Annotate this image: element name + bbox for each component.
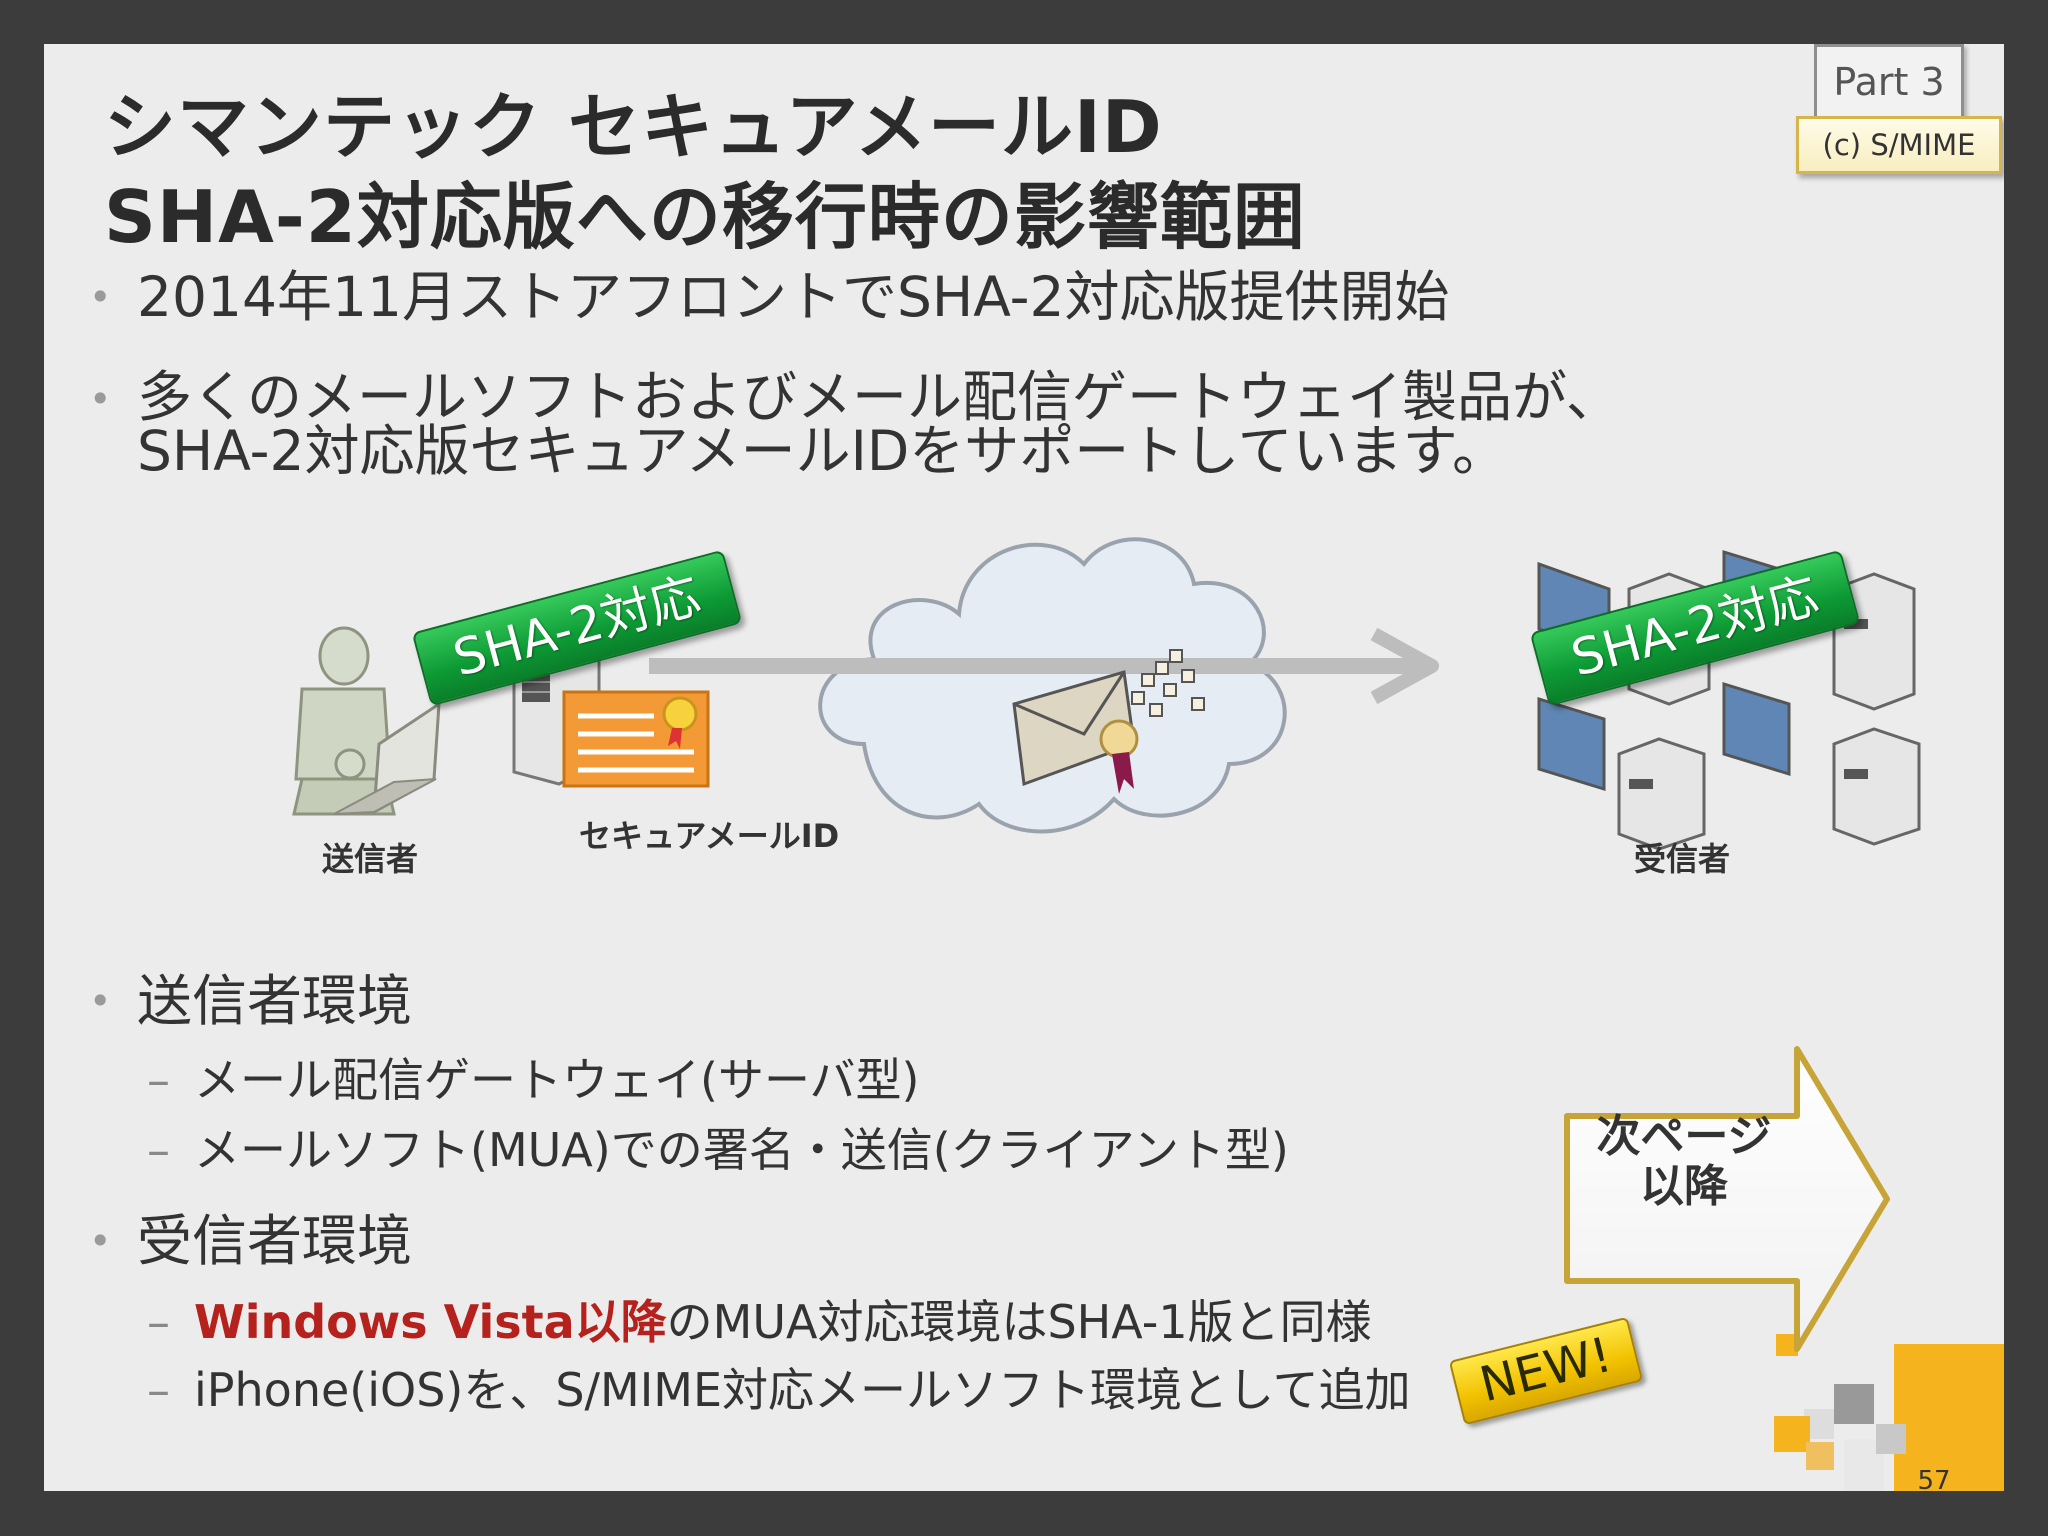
cert-label: セキュアメールID: [579, 817, 840, 855]
dash: –: [147, 1123, 170, 1177]
dash: –: [147, 1363, 170, 1417]
sub-item-text: メールソフト(MUA)での署名・送信(クライアント型): [194, 1123, 1289, 1177]
laptop-icon: [333, 701, 441, 815]
receiver-label: 受信者: [1634, 840, 1731, 878]
page-number: 57: [1917, 1466, 1951, 1491]
title-line-1: シマンテック セキュアメールID: [104, 85, 1163, 169]
signed-envelope-icon: [1012, 649, 1205, 794]
dash: –: [147, 1295, 170, 1349]
bullet-dot: •: [89, 377, 112, 421]
flow-diagram: [292, 537, 2004, 1491]
slide: シマンテック セキュアメールID SHA-2対応版への移行時の影響範囲 Part…: [44, 44, 2004, 1491]
bullet-receiver-env: • 受信者環境: [89, 1212, 412, 1270]
sub-item-text: のMUA対応環境はSHA-1版と同様: [666, 1295, 1372, 1349]
bullet-dot: •: [89, 979, 112, 1023]
cloud-icon: [818, 537, 1287, 834]
receiver-env-heading: 受信者環境: [137, 1209, 413, 1273]
next-page-arrow-icon: [1564, 1046, 1890, 1352]
vista-highlight: Windows Vista以降: [194, 1295, 667, 1349]
computer-icon: [1722, 681, 1921, 846]
dash: –: [147, 1053, 170, 1107]
bullet-dot: •: [89, 275, 112, 319]
sub-item-text: iPhone(iOS)を、S/MIME対応メールソフト環境として追加: [194, 1363, 1411, 1417]
bullet-dot: •: [89, 1219, 112, 1263]
part-label: Part 3: [1814, 44, 1964, 120]
sub-item-iphone: –iPhone(iOS)を、S/MIME対応メールソフト環境として追加: [147, 1362, 1411, 1418]
section-tag: (c) S/MIME: [1796, 116, 2002, 174]
bullet-storefront: • 2014年11月ストアフロントでSHA-2対応版提供開始: [89, 268, 1449, 326]
bullet-text-line-2: SHA-2対応版セキュアメールIDをサポートしています。: [137, 419, 1508, 483]
computer-icon: [1537, 696, 1706, 851]
bullet-support: • 多くのメールソフトおよびメール配信ゲートウェイ製品が、 SHA-2対応版セキ…: [89, 365, 1621, 483]
title-line-2: SHA-2対応版への移行時の影響範囲: [104, 175, 1306, 259]
arrow-icon: [649, 627, 1439, 705]
decorative-squares: [1774, 1334, 2004, 1491]
sub-item-gateway: –メール配信ゲートウェイ(サーバ型): [147, 1052, 919, 1108]
bullet-sender-env: • 送信者環境: [89, 972, 412, 1030]
certificate-icon: [562, 690, 710, 788]
next-page-line-1: 次ページ: [1596, 1111, 1772, 1162]
next-page-line-2: 以降: [1640, 1161, 1728, 1212]
sender-label: 送信者: [322, 840, 419, 878]
sub-item-vista: –Windows Vista以降のMUA対応環境はSHA-1版と同様: [147, 1294, 1372, 1350]
page-title: シマンテック セキュアメールID SHA-2対応版への移行時の影響範囲: [104, 82, 1306, 262]
sub-item-text: メール配信ゲートウェイ(サーバ型): [194, 1053, 920, 1107]
next-page-label: 次ページ 以降: [1569, 1112, 1799, 1212]
sub-item-mua: –メールソフト(MUA)での署名・送信(クライアント型): [147, 1122, 1289, 1178]
bullet-text: 2014年11月ストアフロントでSHA-2対応版提供開始: [137, 265, 1450, 329]
sender-env-heading: 送信者環境: [137, 969, 413, 1033]
bullet-text-line-1: 多くのメールソフトおよびメール配信ゲートウェイ製品が、: [137, 365, 1621, 429]
